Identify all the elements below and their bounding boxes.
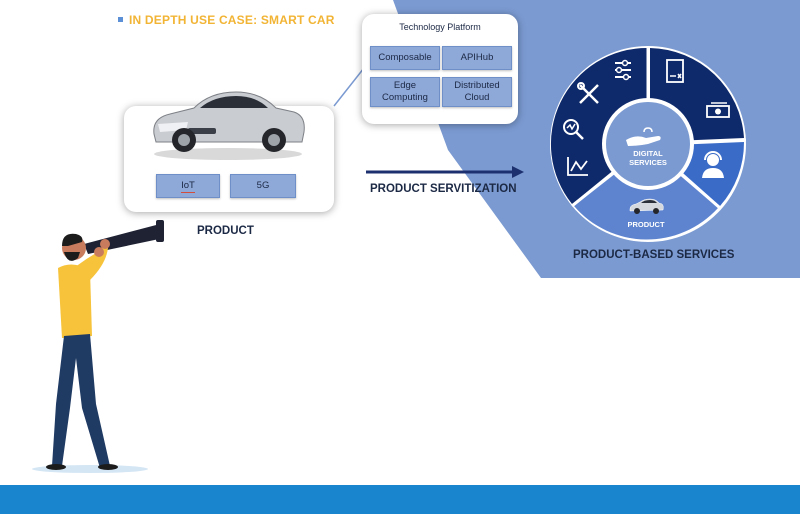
product-segment-label: PRODUCT [627,220,665,229]
document-icon [666,59,684,83]
arrow-label: PRODUCT SERVITIZATION [370,183,517,195]
support-agent-icon [702,151,724,178]
product-card: IoT 5G [124,91,334,212]
sliders-icon [615,59,631,81]
chip-apihub: APIHub [442,46,512,70]
chip-composable: Composable [370,46,440,70]
person-with-telescope [32,220,164,473]
digital-services-label: DIGITAL SERVICES [629,149,667,167]
services-wheel [550,46,747,242]
cash-icon [706,102,730,118]
technology-platform-title: Technology Platform [399,22,481,32]
hand-icon [626,127,661,146]
tools-icon [577,82,599,104]
line-chart-icon [567,157,588,176]
car-icon [629,198,664,214]
bottom-bar [0,485,800,514]
chip-distributed-cloud: Distributed Cloud [442,77,512,107]
heading-bullet [118,17,123,23]
services-caption: PRODUCT-BASED SERVICES [573,249,735,261]
chip-iot: IoT [156,174,220,198]
chip-5g: 5G [230,174,296,198]
technology-platform-card: Technology Platform Composable APIHub Ed… [362,14,518,124]
product-label: PRODUCT [197,225,254,237]
servitization-arrow [366,166,524,178]
analytics-search-icon [563,119,584,140]
chip-edge-computing: Edge Computing [370,77,440,107]
heading-text: IN DEPTH USE CASE: SMART CAR [129,13,335,27]
car-icon [153,91,305,160]
use-case-heading: IN DEPTH USE CASE: SMART CAR [118,13,335,27]
